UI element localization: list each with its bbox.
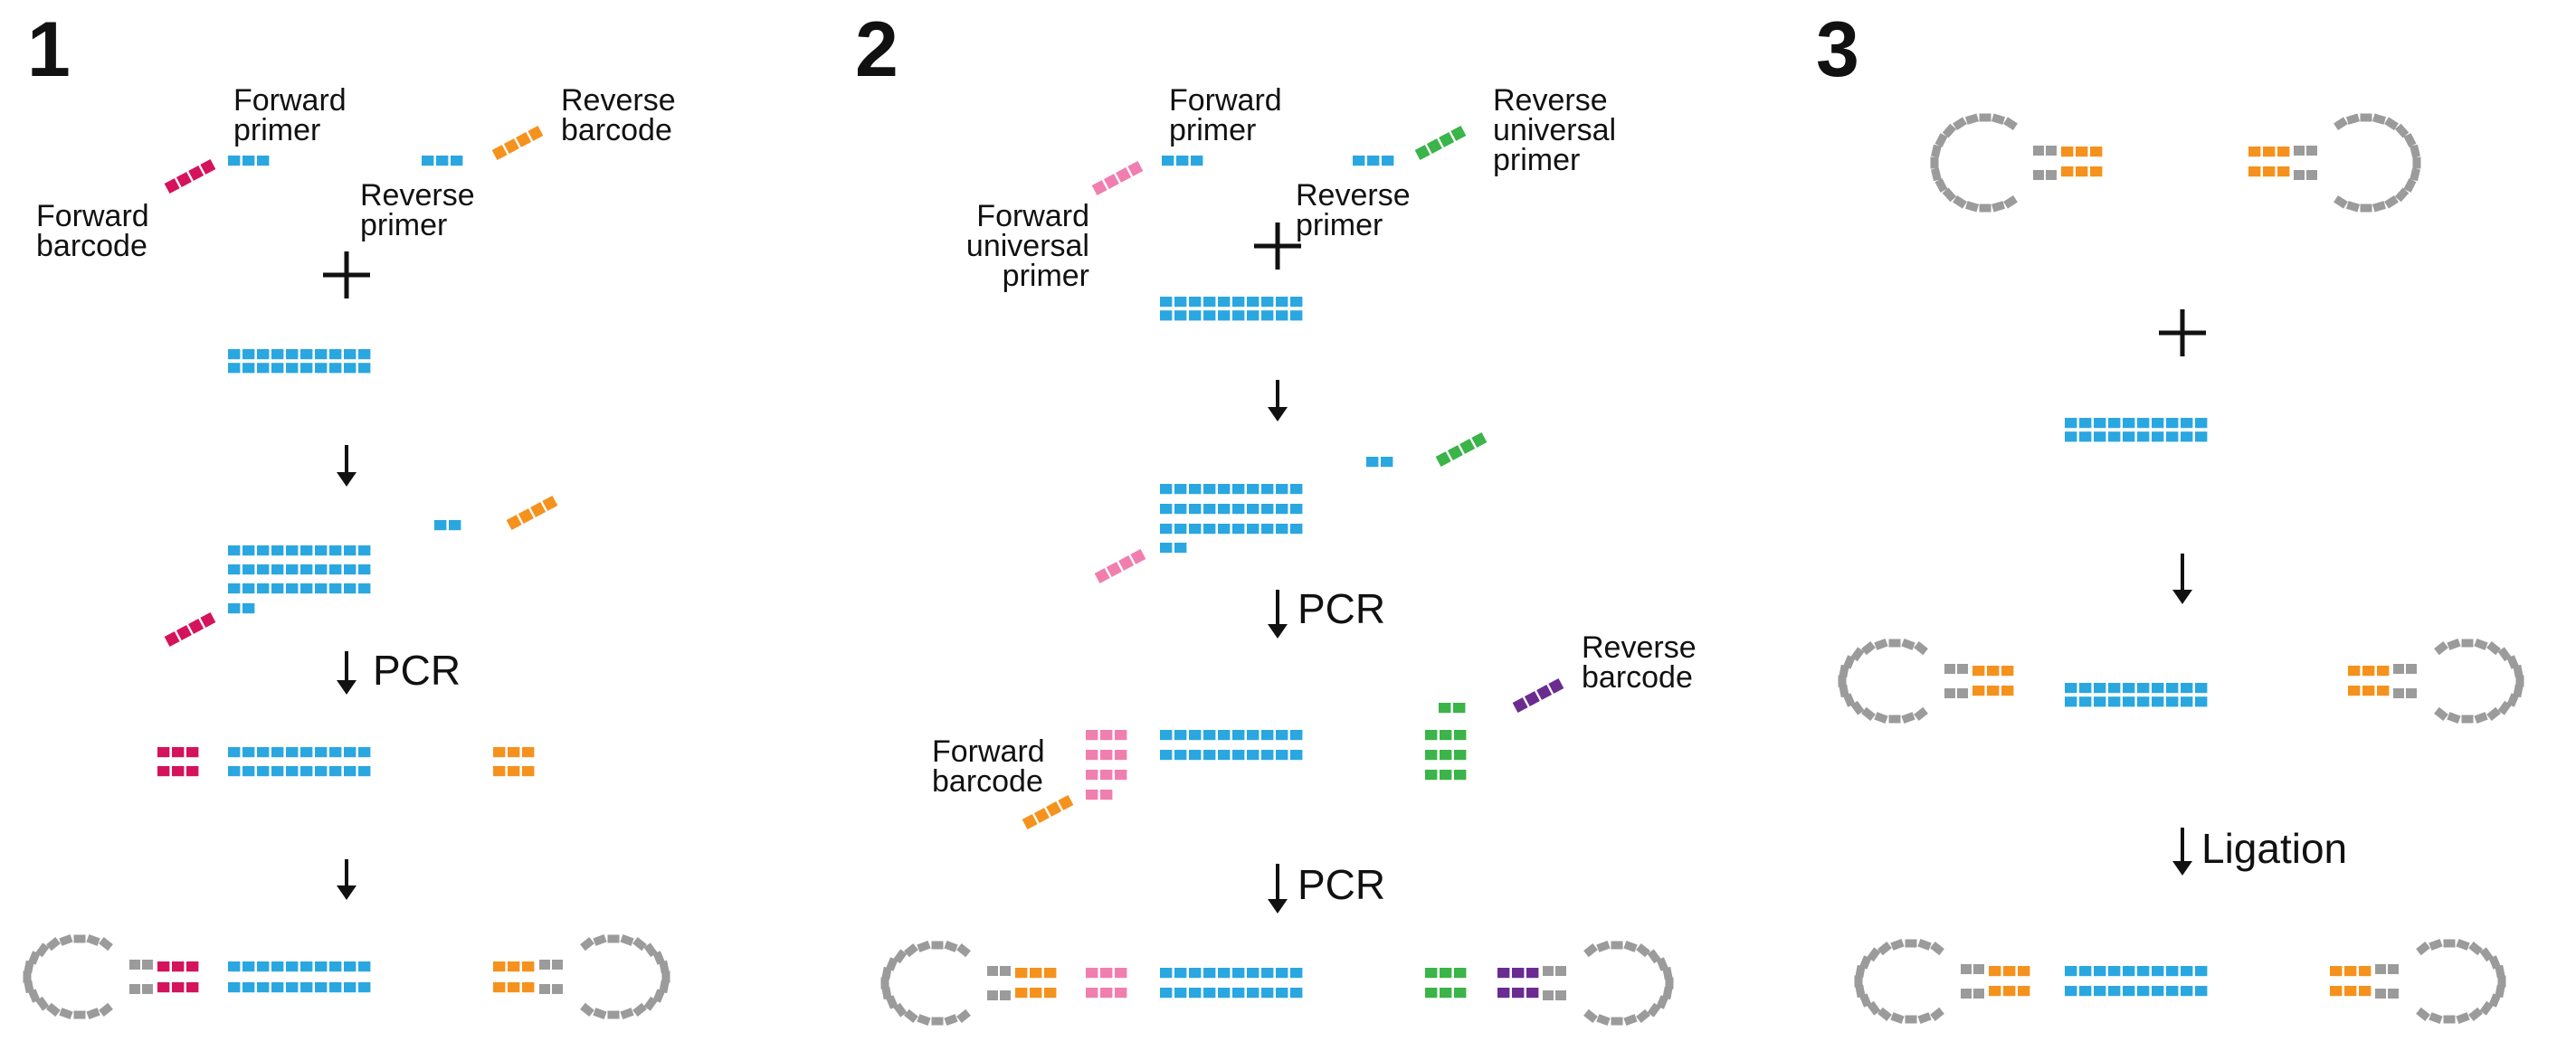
p1-annealed-reverse-barcode (506, 496, 558, 530)
p1-forward-barcode (164, 159, 216, 194)
p3-plus (2159, 309, 2206, 356)
p1-forward-primer (228, 156, 270, 166)
p2-forward-universal-primer (1091, 161, 1144, 195)
p2-arrow-1 (1268, 380, 1288, 421)
p3-arrow-1 (2172, 554, 2192, 604)
panel-2-reverse-universal-primer-label: Reverse universal primer (1493, 83, 1617, 177)
p2-template-dna (1160, 297, 1303, 321)
p2-plus (1254, 223, 1301, 270)
p1-annealed-forward-barcode (164, 612, 216, 647)
p3-top-left-adapter-barcode (2061, 147, 2103, 177)
p3-mid-dna (2065, 683, 2208, 707)
p1-arrow-3 (337, 859, 356, 900)
p3-arrow-ligation (2172, 828, 2192, 876)
panel-1-forward-primer-label: Forward primer (233, 83, 347, 147)
p3-top-right-loop (2294, 113, 2421, 213)
p2-annealed-forward-universal (1094, 549, 1146, 583)
p3-mid-left-loop (1838, 638, 1968, 724)
p1-reverse-barcode (491, 126, 544, 160)
p3-final-left-loop (1854, 938, 1984, 1025)
p1-pcr-product (157, 747, 535, 777)
panel-2-forward-barcode-label: Forward barcode (932, 734, 1045, 799)
p2-left-loop (880, 940, 1011, 1027)
p1-annealed (228, 520, 461, 614)
panel-2-pcr-label-1: PCR (1298, 585, 1386, 632)
panel-1-pcr-label: PCR (373, 647, 461, 694)
panel-1-number: 1 (27, 6, 71, 93)
p2-final-product (1015, 968, 1539, 999)
p3-final-product (1989, 966, 2372, 997)
p1-left-loop (23, 933, 153, 1020)
p2-second-annealed (1086, 703, 1467, 800)
panel-1-reverse-barcode-label: Reverse barcode (561, 83, 676, 147)
p3-top-left-loop (1930, 113, 2057, 213)
p3-mid-right-loop (2393, 638, 2524, 724)
p3-mid-adapters (1972, 666, 2390, 696)
panel-3-ligation-label: Ligation (2201, 825, 2348, 872)
p1-template-dna (228, 349, 371, 374)
p2-right-loop (1543, 940, 1674, 1027)
p1-annealed-mid (228, 583, 371, 594)
p2-reverse-universal-primer (1414, 126, 1467, 160)
p2-forward-barcode-piece (1022, 795, 1074, 829)
panel-2-forward-primer-label: Forward primer (1169, 83, 1282, 147)
panel-2-forward-universal-primer-label: Forward universal primer (965, 199, 1089, 293)
p2-forward-primer (1162, 156, 1203, 166)
p1-arrow-1 (337, 445, 356, 487)
p2-reverse-barcode-piece (1512, 678, 1564, 713)
p2-annealed-reverse-universal (1435, 432, 1488, 467)
p3-final-right-loop (2375, 938, 2506, 1025)
p1-reverse-primer (422, 156, 463, 166)
panel-1-reverse-primer-label: Reverse primer (360, 178, 475, 242)
panel-1-forward-barcode-label: Forward barcode (36, 199, 149, 263)
panel-2-reverse-primer-label: Reverse primer (1296, 178, 1411, 242)
p2-arrow-pcr-2 (1268, 864, 1288, 914)
panel-2-pcr-label-2: PCR (1298, 861, 1386, 908)
p2-annealed (1160, 457, 1393, 554)
p1-arrow-pcr (337, 651, 356, 695)
p3-template-dna (2065, 418, 2208, 442)
p2-reverse-primer (1353, 156, 1394, 166)
p1-final-product (157, 961, 535, 993)
panel-3-number: 3 (1816, 6, 1859, 93)
p1-plus (323, 251, 370, 298)
p2-arrow-pcr-1 (1268, 590, 1288, 639)
panel-2-number: 2 (855, 6, 898, 93)
p3-top-right-adapter-barcode (2248, 147, 2290, 177)
panel-2-reverse-barcode-label: Reverse barcode (1582, 630, 1697, 695)
p1-right-loop (539, 933, 670, 1020)
